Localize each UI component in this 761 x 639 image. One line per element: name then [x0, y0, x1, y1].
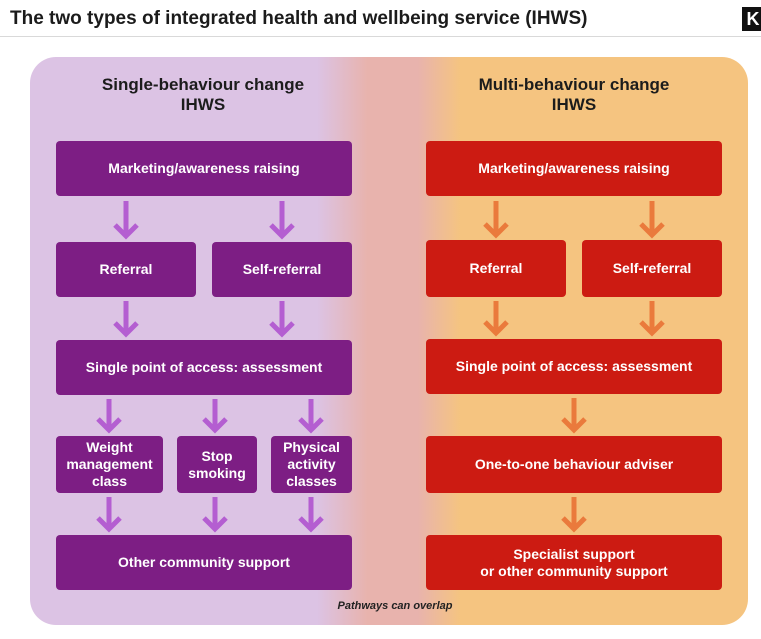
arrow-down-icon: [561, 497, 587, 533]
left-self-referral-box: Self-referral: [212, 242, 352, 297]
specialist-line2: or other community support: [480, 562, 668, 579]
arrow-down-icon: [113, 301, 139, 338]
right-referral-box: Referral: [426, 240, 566, 297]
left-heading-line2: IHWS: [180, 95, 226, 114]
left-referral-box: Referral: [56, 242, 196, 297]
left-community-box: Other community support: [56, 535, 352, 590]
arrow-down-icon: [202, 497, 228, 533]
page-title: The two types of integrated health and w…: [10, 8, 588, 29]
stop-smoking-box: Stop smoking: [177, 436, 257, 493]
left-access-box: Single point of access: assessment: [56, 340, 352, 395]
arrow-down-icon: [298, 399, 324, 434]
right-column-heading: Multi-behaviour change IHWS: [452, 75, 696, 115]
publisher-logo-icon: K: [742, 7, 761, 31]
right-self-referral-box: Self-referral: [582, 240, 722, 297]
left-column-heading: Single-behaviour change IHWS: [90, 75, 316, 115]
arrow-down-icon: [269, 201, 295, 240]
right-heading-line2: IHWS: [551, 95, 597, 114]
header-bar: The two types of integrated health and w…: [0, 0, 761, 37]
arrow-down-icon: [561, 398, 587, 434]
adviser-box: One-to-one behaviour adviser: [426, 436, 722, 493]
left-heading-line1: Single-behaviour change: [101, 75, 305, 94]
arrow-down-icon: [96, 399, 122, 434]
arrow-down-icon: [483, 201, 509, 239]
right-marketing-box: Marketing/awareness raising: [426, 141, 722, 196]
right-access-box: Single point of access: assessment: [426, 339, 722, 394]
arrow-down-icon: [483, 301, 509, 337]
arrow-down-icon: [298, 497, 324, 533]
arrow-down-icon: [113, 201, 139, 240]
arrow-down-icon: [202, 399, 228, 434]
footnote: Pathways can overlap: [337, 600, 453, 612]
specialist-line1: Specialist support: [513, 545, 635, 562]
specialist-support-box: Specialist support or other community su…: [426, 535, 722, 590]
right-heading-line1: Multi-behaviour change: [478, 75, 670, 94]
physical-activity-box: Physical activity classes: [271, 436, 352, 493]
arrow-down-icon: [269, 301, 295, 338]
arrow-down-icon: [639, 301, 665, 337]
arrow-down-icon: [639, 201, 665, 239]
arrow-down-icon: [96, 497, 122, 533]
left-marketing-box: Marketing/awareness raising: [56, 141, 352, 196]
weight-management-box: Weight management class: [56, 436, 163, 493]
